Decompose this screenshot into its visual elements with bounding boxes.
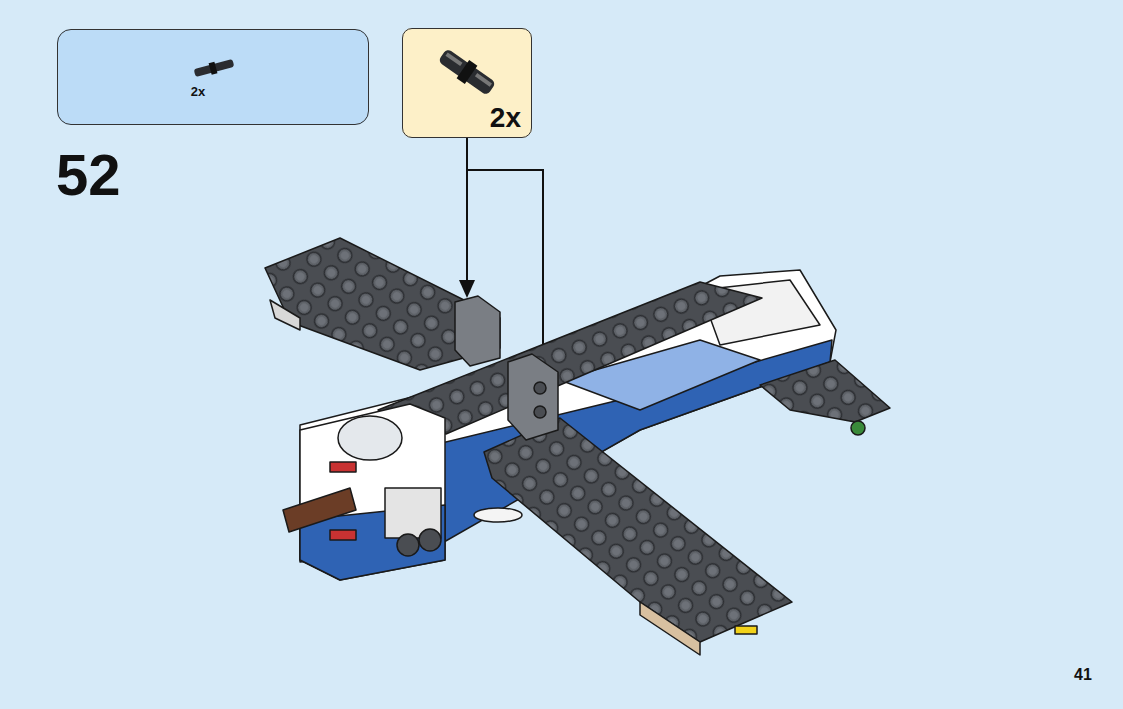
callout-box: 2x: [402, 28, 532, 138]
parts-box-fill: [57, 29, 369, 125]
quantity-label: 2x: [490, 104, 521, 132]
callout-fill: [402, 28, 532, 138]
arrowhead: [459, 280, 475, 298]
pin-icon: [436, 46, 498, 98]
quantity-label: 2x: [191, 85, 205, 98]
airplane-model: [265, 238, 890, 655]
page-number: 41: [1074, 667, 1092, 683]
step-number: 52: [56, 146, 121, 204]
parts-box: 2x: [57, 29, 369, 125]
pin-icon: [194, 59, 235, 77]
